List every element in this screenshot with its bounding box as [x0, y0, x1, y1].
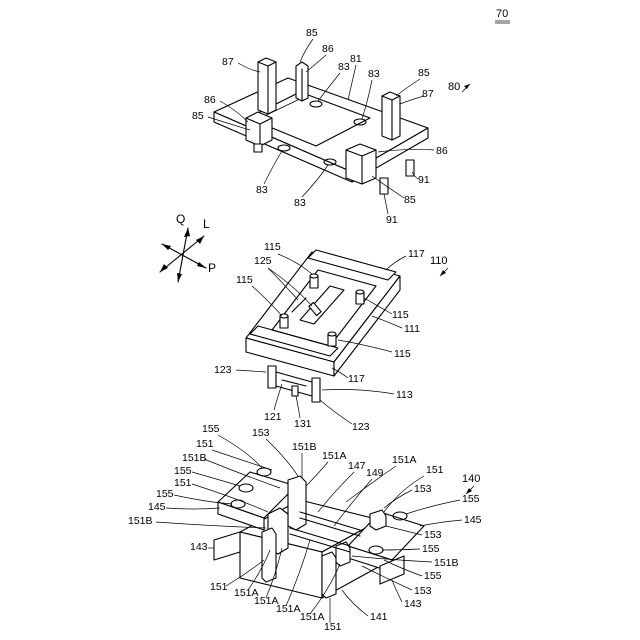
svg-text:153: 153 — [424, 529, 442, 541]
svg-text:155: 155 — [422, 543, 440, 555]
svg-text:149: 149 — [366, 467, 384, 479]
pin-115-c — [280, 314, 288, 328]
svg-text:151: 151 — [196, 438, 214, 450]
svg-text:91: 91 — [386, 214, 398, 226]
direction-l-label: L — [203, 217, 210, 231]
svg-text:83: 83 — [294, 197, 306, 209]
contact-151-c — [262, 528, 276, 582]
svg-text:115: 115 — [264, 241, 281, 253]
block-86-right — [346, 144, 376, 184]
leg-123-left — [268, 366, 276, 388]
pin-115-a — [310, 274, 318, 288]
svg-text:151: 151 — [210, 581, 228, 593]
svg-text:143: 143 — [404, 598, 422, 610]
svg-text:155: 155 — [424, 570, 442, 582]
svg-text:85: 85 — [306, 27, 318, 39]
svg-text:70: 70 — [496, 8, 508, 20]
flange-143-left — [214, 532, 240, 560]
svg-text:85: 85 — [418, 67, 430, 79]
svg-text:151: 151 — [174, 477, 192, 489]
block-86-left — [246, 112, 272, 146]
svg-text:140: 140 — [462, 473, 480, 485]
component-80-drawing — [214, 58, 428, 194]
svg-text:153: 153 — [252, 427, 270, 439]
screw-left — [254, 144, 262, 152]
leg-123-right — [312, 378, 320, 402]
pin-115-d — [328, 332, 336, 346]
svg-text:151B: 151B — [182, 452, 207, 464]
direction-q-label: Q — [176, 212, 185, 226]
pin-115-b — [356, 290, 364, 304]
direction-p-label: P — [208, 261, 216, 275]
svg-text:83: 83 — [368, 68, 380, 80]
svg-text:83: 83 — [338, 61, 350, 73]
svg-text:125: 125 — [254, 255, 272, 267]
svg-text:145: 145 — [464, 514, 482, 526]
svg-text:123: 123 — [214, 364, 232, 376]
svg-text:141: 141 — [370, 611, 388, 623]
svg-text:145: 145 — [148, 501, 166, 513]
direction-indicator: Q L P — [160, 212, 216, 282]
component-140-drawing — [214, 468, 424, 598]
svg-text:151A: 151A — [300, 611, 325, 623]
svg-text:151A: 151A — [322, 450, 347, 462]
component-110-drawing — [246, 250, 400, 402]
svg-text:151A: 151A — [392, 454, 417, 466]
svg-text:151: 151 — [324, 621, 342, 633]
svg-text:83: 83 — [256, 184, 268, 196]
part-131 — [292, 386, 298, 396]
svg-text:81: 81 — [350, 53, 362, 65]
svg-text:131: 131 — [294, 418, 312, 430]
svg-text:151B: 151B — [128, 515, 153, 527]
contact-151-a — [288, 476, 306, 530]
svg-text:153: 153 — [414, 483, 432, 495]
svg-text:143: 143 — [190, 541, 208, 553]
svg-text:155: 155 — [202, 423, 220, 435]
svg-text:113: 113 — [396, 389, 413, 401]
figure-number: 70 — [495, 8, 510, 23]
svg-text:155: 155 — [462, 493, 480, 505]
svg-text:123: 123 — [352, 421, 370, 433]
svg-text:151B: 151B — [292, 441, 317, 453]
svg-text:86: 86 — [322, 43, 334, 55]
post-87-left — [258, 58, 276, 114]
svg-text:117: 117 — [348, 373, 365, 385]
contact-151-d — [322, 552, 336, 598]
svg-text:85: 85 — [404, 194, 416, 206]
svg-text:151: 151 — [426, 464, 444, 476]
svg-text:86: 86 — [204, 94, 216, 106]
svg-text:111: 111 — [404, 323, 420, 335]
svg-text:151B: 151B — [434, 557, 459, 569]
svg-text:91: 91 — [418, 174, 430, 186]
svg-text:115: 115 — [394, 348, 411, 360]
contact-151-f — [370, 510, 386, 530]
svg-text:86: 86 — [436, 145, 448, 157]
svg-text:147: 147 — [348, 460, 366, 472]
svg-text:87: 87 — [222, 56, 234, 68]
svg-text:115: 115 — [236, 274, 253, 286]
svg-text:155: 155 — [174, 465, 192, 477]
svg-text:80: 80 — [448, 81, 460, 93]
svg-text:117: 117 — [408, 248, 425, 260]
svg-text:153: 153 — [414, 585, 432, 597]
svg-text:85: 85 — [192, 110, 204, 122]
svg-text:115: 115 — [392, 309, 409, 321]
svg-text:155: 155 — [156, 488, 174, 500]
svg-text:87: 87 — [422, 88, 434, 100]
svg-text:110: 110 — [430, 255, 448, 267]
svg-text:151A: 151A — [276, 603, 301, 615]
svg-text:121: 121 — [264, 411, 282, 423]
